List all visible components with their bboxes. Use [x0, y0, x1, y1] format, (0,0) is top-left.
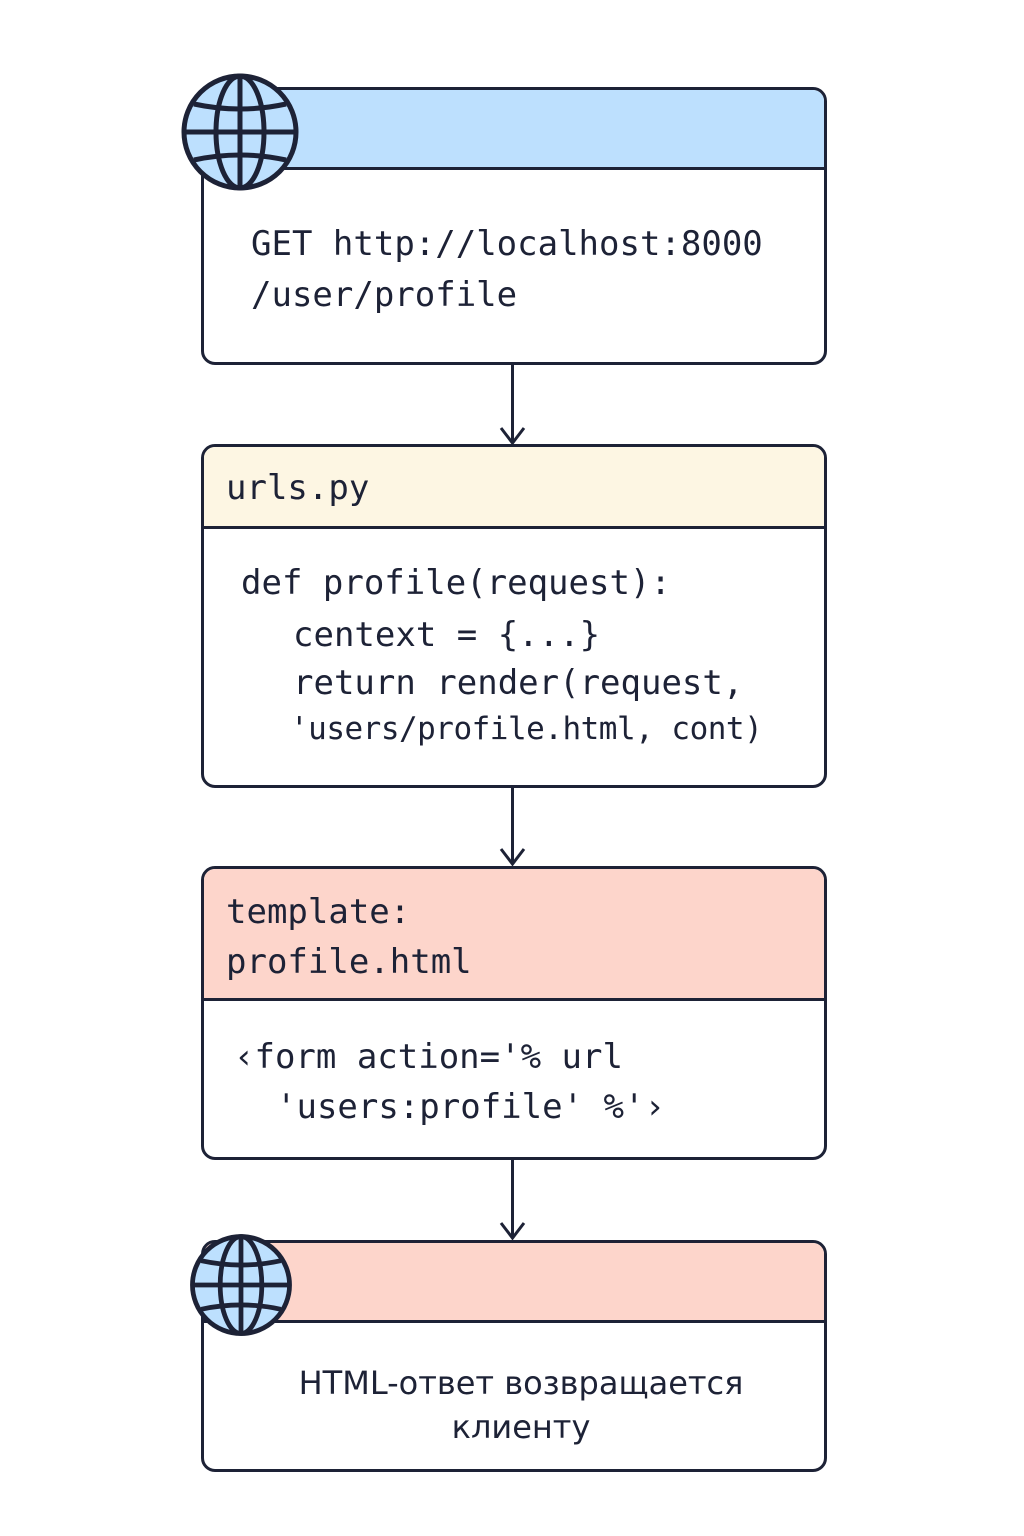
response-text-line-2: клиенту — [451, 1408, 591, 1446]
flow-arrow-3 — [511, 1160, 514, 1236]
urls-card-header: urls.py — [204, 447, 824, 529]
template-header-line-1: template: — [226, 892, 411, 932]
code-line-context: centext = {...} — [293, 615, 601, 655]
template-card-body: ‹form action='% url 'users:profile' %'› — [204, 1001, 824, 1157]
request-card-header — [204, 90, 824, 170]
code-line-return: return render(request, — [293, 663, 744, 703]
arrow-head-1 — [499, 427, 526, 446]
urls-card-body: def profile(request): centext = {...} re… — [204, 529, 824, 785]
template-code-line-2: 'users:profile' %'› — [276, 1087, 665, 1127]
urls-header-label: urls.py — [226, 468, 370, 508]
request-line-2: /user/profile — [251, 275, 518, 315]
flow-arrow-1 — [511, 365, 514, 441]
code-line-render-args: 'users/profile.html, cont) — [290, 711, 763, 747]
code-line-def: def profile(request): — [241, 563, 671, 603]
request-url: http://localhost:8000 — [332, 224, 763, 264]
arrow-head-2 — [499, 848, 526, 867]
template-header-line-2: profile.html — [226, 942, 472, 982]
template-card: template: profile.html ‹form action='% u… — [201, 866, 827, 1160]
response-card: HTML-ответ возвращается клиенту — [201, 1240, 827, 1472]
request-card: GET http://localhost:8000 /user/profile — [201, 87, 827, 365]
urls-card: urls.py def profile(request): centext = … — [201, 444, 827, 788]
response-text-line-1: HTML-ответ возвращается — [298, 1364, 744, 1402]
template-code-line-1: ‹form action='% url — [234, 1037, 623, 1077]
request-line-1: GET http://localhost:8000 — [251, 224, 763, 264]
template-card-header: template: profile.html — [204, 869, 824, 1001]
flow-arrow-2 — [511, 788, 514, 862]
response-card-header — [204, 1243, 824, 1323]
response-card-body: HTML-ответ возвращается клиенту — [204, 1323, 824, 1469]
arrow-head-3 — [499, 1222, 526, 1241]
globe-icon — [181, 73, 299, 191]
request-card-body: GET http://localhost:8000 /user/profile — [204, 170, 824, 362]
globe-icon — [190, 1234, 292, 1336]
request-method: GET — [251, 224, 313, 264]
